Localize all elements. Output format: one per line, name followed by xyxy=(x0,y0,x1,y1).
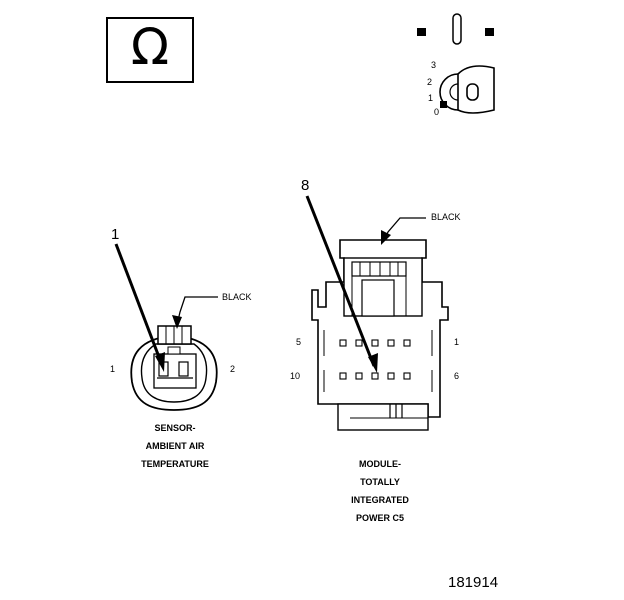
module-connector-graphic xyxy=(311,239,449,431)
sensor-pin-1-label: 1 xyxy=(110,364,116,374)
ohmmeter-box xyxy=(106,17,194,83)
key-position-2: 2 xyxy=(427,77,433,87)
sensor-connector-graphic xyxy=(130,325,218,411)
module-name-caption: MODULE- TOTALLY INTEGRATED POWER C5 xyxy=(325,455,435,527)
sensor-callout-number: 1 xyxy=(111,226,120,243)
module-cavity-grid xyxy=(339,339,411,380)
module-pin-5-label: 5 xyxy=(296,337,302,347)
ignition-key-icon xyxy=(439,65,495,114)
key-position-3: 3 xyxy=(431,60,437,70)
module-black-leader xyxy=(381,217,426,245)
sensor-name-line-2: AMBIENT AIR xyxy=(145,441,205,451)
ignition-off-icon xyxy=(417,13,494,45)
module-name-line-4: POWER C5 xyxy=(355,513,404,523)
module-pin-10-label: 10 xyxy=(290,371,301,381)
module-name-line-2: TOTALLY xyxy=(360,477,400,487)
key-position-0: 0 xyxy=(434,107,440,117)
key-position-1: 1 xyxy=(428,93,434,103)
module-color-label: BLACK xyxy=(431,212,461,222)
figure-number: 181914 xyxy=(448,574,499,591)
sensor-pin-2-label: 2 xyxy=(230,364,236,374)
sensor-color-label: BLACK xyxy=(222,292,252,302)
sensor-callout-arrow xyxy=(114,243,165,372)
module-callout-arrow xyxy=(305,195,378,373)
ohms-symbol: Ω xyxy=(130,18,170,76)
module-pin-6-label: 6 xyxy=(454,371,460,381)
sensor-name-line-1: SENSOR- xyxy=(154,423,196,433)
sensor-name-line-3: TEMPERATURE xyxy=(141,459,209,469)
sensor-black-leader xyxy=(172,296,218,329)
module-pin-1-label: 1 xyxy=(454,337,460,347)
module-callout-number: 8 xyxy=(301,177,310,194)
module-name-line-3: INTEGRATED xyxy=(351,495,409,505)
sensor-name-caption: SENSOR- AMBIENT AIR TEMPERATURE xyxy=(120,419,230,473)
module-name-line-1: MODULE- xyxy=(359,459,401,469)
